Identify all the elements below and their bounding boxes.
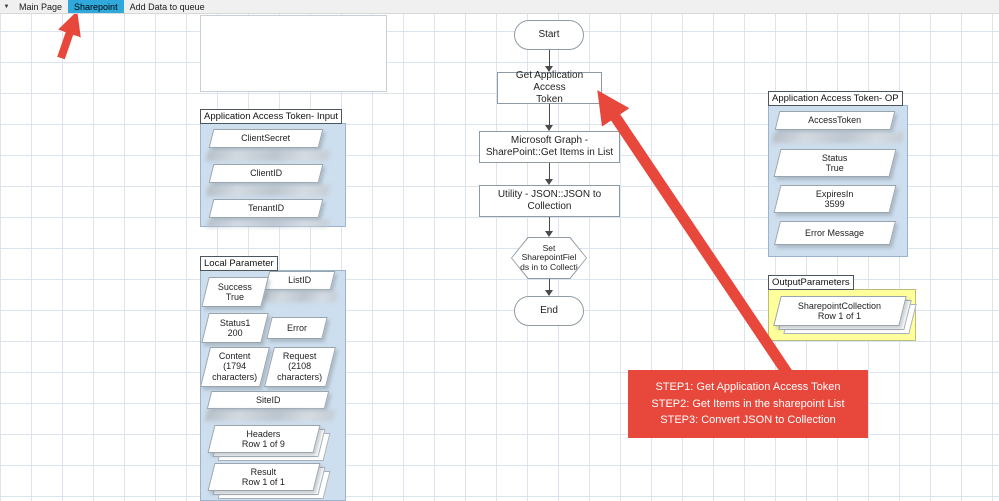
flow-node-json-to-collection[interactable]: Utility - JSON::JSON to Collection [479, 185, 620, 217]
tab-list-dropdown-icon[interactable]: ▼ [3, 3, 10, 10]
panel-title-access-token-op: Application Access Token- OP [768, 91, 903, 106]
flow-connector-arrowhead [545, 66, 553, 72]
param-label: Error Message [805, 227, 865, 238]
param-label: ClientID [249, 168, 282, 179]
param-label: SharepointCollection Row 1 of 1 [798, 300, 882, 321]
flow-connector-arrowhead [545, 290, 553, 296]
param-label: ClientSecret [241, 133, 291, 144]
flow-connector [549, 50, 550, 66]
param-headers[interactable]: Headers Row 1 of 9 [207, 425, 321, 453]
param-label: Content (1794 characters) [212, 351, 258, 383]
panel-title-access-token-input: Application Access Token- Input [200, 109, 342, 124]
param-label: Success True [217, 281, 252, 302]
param-tenantid[interactable]: TenantID [208, 199, 324, 218]
empty-comment-box[interactable] [200, 15, 387, 92]
flow-connector [549, 104, 550, 125]
param-result[interactable]: Result Row 1 of 1 [207, 463, 321, 491]
param-clientsecret[interactable]: ClientSecret [208, 129, 324, 148]
param-status1[interactable]: Status1 200 [201, 313, 269, 343]
param-accesstoken[interactable]: AccessToken [774, 111, 896, 130]
param-error-message[interactable]: Error Message [774, 221, 896, 245]
param-listid[interactable]: ListID [264, 271, 336, 290]
subflow-tab-bar: ▼ Main Page Sharepoint Add Data to queue [0, 0, 999, 14]
param-label: Status1 200 [219, 317, 251, 338]
param-siteid[interactable]: SiteID [206, 391, 330, 409]
flow-node-set-sharepoint-fields[interactable]: Set SharepointFiel ds in to Collecti [511, 237, 587, 279]
flow-connector [549, 217, 550, 231]
flow-node-graph-get-items[interactable]: Microsoft Graph - SharePoint::Get Items … [479, 131, 620, 163]
flow-connector [549, 279, 550, 290]
redacted-value-blur [205, 185, 331, 196]
param-label: Result Row 1 of 1 [242, 466, 286, 487]
param-label: Headers Row 1 of 9 [242, 428, 286, 449]
param-label: TenantID [247, 203, 285, 214]
param-content[interactable]: Content (1794 characters) [200, 347, 270, 387]
param-label: Status True [822, 152, 848, 173]
flow-connector [549, 163, 550, 179]
flow-connector-arrowhead [545, 179, 553, 185]
flow-node-end[interactable]: End [514, 296, 584, 326]
panel-access-token-op[interactable]: AccessToken Status True ExpiresIn 3599 E… [768, 105, 908, 257]
panel-local-parameter[interactable]: ListID Success True Status1 200 Error Co… [200, 270, 346, 501]
redacted-value-blur [771, 132, 905, 143]
param-label: AccessToken [808, 115, 862, 126]
tab-sharepoint[interactable]: Sharepoint [68, 0, 124, 13]
param-label: ExpiresIn 3599 [816, 188, 854, 209]
panel-output-parameters[interactable]: SharepointCollection Row 1 of 1 [768, 289, 917, 341]
flow-connector-arrowhead [545, 125, 553, 131]
redacted-value-blur [205, 150, 331, 161]
flow-node-start[interactable]: Start [514, 20, 584, 50]
param-label: Error [287, 322, 307, 333]
param-sharepoint-collection[interactable]: SharepointCollection Row 1 of 1 [773, 296, 907, 326]
param-expiresin[interactable]: ExpiresIn 3599 [773, 185, 897, 213]
redacted-value-blur [206, 220, 330, 227]
redacted-value-blur [261, 291, 339, 302]
flow-node-get-access-token[interactable]: Get Application Access Token [497, 70, 602, 105]
hexagon-label: Set SharepointFiel ds in to Collecti [512, 238, 586, 278]
param-success[interactable]: Success True [201, 277, 269, 307]
panel-access-token-input[interactable]: ClientSecret ClientID TenantID [200, 123, 346, 227]
panel-title-local-parameter: Local Parameter [200, 256, 278, 271]
panel-title-output-parameters: OutputParameters [768, 275, 854, 290]
param-status[interactable]: Status True [773, 149, 897, 177]
param-clientid[interactable]: ClientID [208, 164, 324, 183]
param-label: ListID [288, 275, 312, 286]
steps-annotation-box[interactable]: STEP1: Get Application Access Token STEP… [628, 370, 868, 438]
param-label: SiteID [255, 394, 281, 405]
tab-add-data-to-queue[interactable]: Add Data to queue [129, 1, 205, 12]
param-label: Request (2108 characters) [277, 351, 323, 383]
param-request[interactable]: Request (2108 characters) [264, 347, 336, 387]
redacted-value-blur [204, 410, 336, 421]
param-error[interactable]: Error [266, 317, 328, 339]
tab-main-page[interactable]: Main Page [19, 1, 63, 12]
flow-connector-arrowhead [545, 231, 553, 237]
